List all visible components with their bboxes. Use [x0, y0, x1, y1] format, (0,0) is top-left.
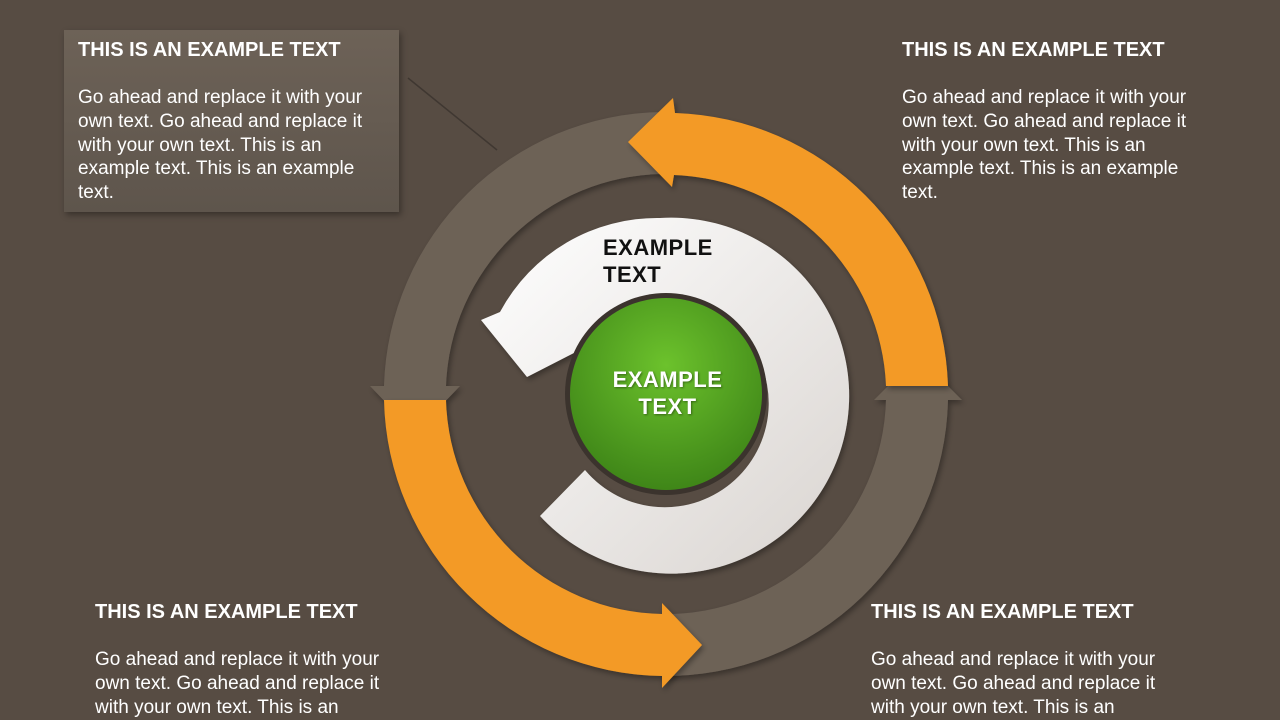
body-top-left: Go ahead and replace it with your own te…	[78, 87, 363, 204]
body-bottom-right: Go ahead and replace it with your own te…	[871, 649, 1156, 718]
core-circle-label: EXAMPLE TEXT	[612, 367, 723, 419]
orange-arrow-top-right	[628, 98, 948, 386]
connector-line	[407, 77, 498, 151]
text-box-top-right: THIS IS AN EXAMPLE TEXT Go ahead and rep…	[902, 38, 1212, 205]
gray-arrow-upper-left	[370, 112, 662, 433]
heading-top-left: THIS IS AN EXAMPLE TEXT	[78, 39, 341, 61]
body-top-right: Go ahead and replace it with your own te…	[902, 87, 1187, 204]
heading-top-right: THIS IS AN EXAMPLE TEXT	[902, 39, 1165, 61]
gray-arrow-lower-right	[662, 356, 962, 677]
core-circle	[570, 298, 762, 490]
heading-bottom-left: THIS IS AN EXAMPLE TEXT	[95, 601, 358, 623]
heading-bottom-right: THIS IS AN EXAMPLE TEXT	[871, 601, 1134, 623]
inner-arrow-label: EXAMPLE TEXT	[603, 235, 713, 287]
text-box-bottom-left: THIS IS AN EXAMPLE TEXT Go ahead and rep…	[95, 600, 405, 719]
inner-arrow	[481, 217, 850, 574]
text-box-top-left: THIS IS AN EXAMPLE TEXT Go ahead and rep…	[64, 30, 399, 212]
text-box-bottom-right: THIS IS AN EXAMPLE TEXT Go ahead and rep…	[871, 600, 1181, 719]
body-bottom-left: Go ahead and replace it with your own te…	[95, 649, 380, 718]
orange-arrow-bottom-left	[384, 400, 702, 688]
